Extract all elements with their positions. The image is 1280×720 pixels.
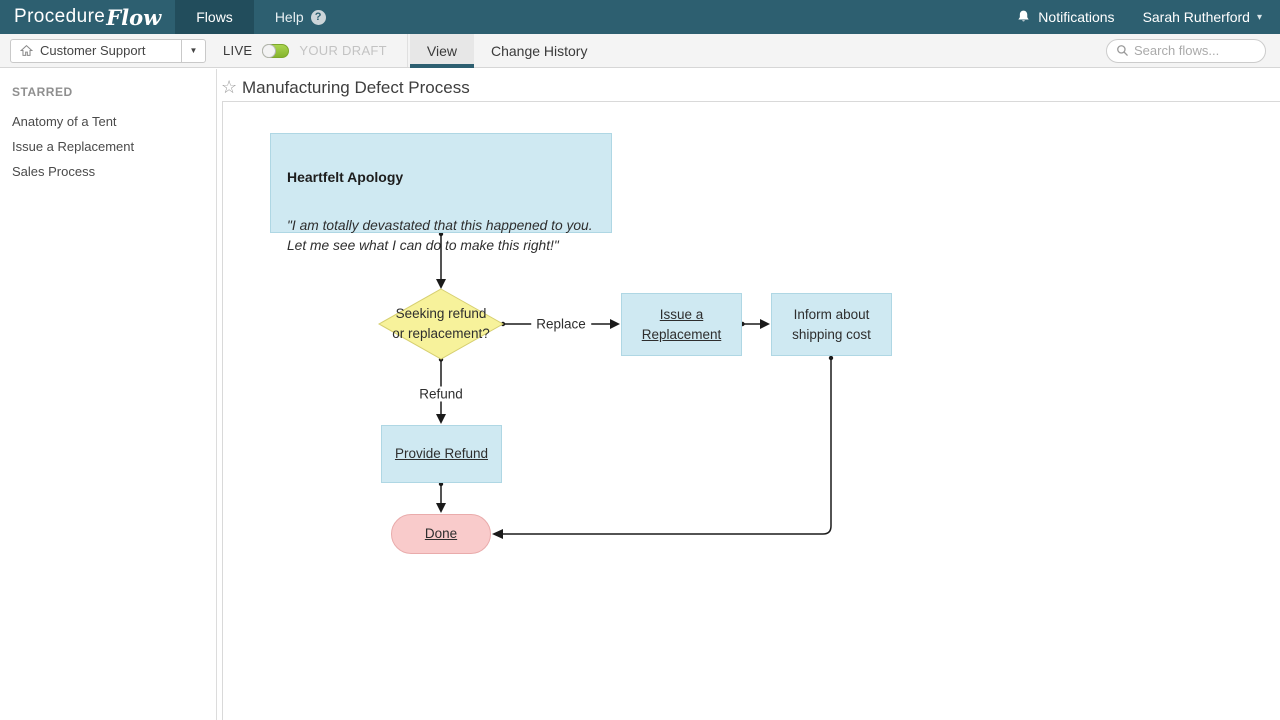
sidebar-item-issue-a-replacement[interactable]: Issue a Replacement bbox=[12, 139, 135, 154]
node-heartfelt-apology: Heartfelt Apology "I am totally devastat… bbox=[270, 133, 612, 253]
search-box bbox=[1106, 38, 1266, 63]
caret-down-icon: ▼ bbox=[189, 46, 198, 55]
nav-item-help[interactable]: Help ? bbox=[254, 0, 347, 34]
live-draft-switch-group: LIVE YOUR DRAFT bbox=[223, 43, 387, 58]
toolbar-divider bbox=[406, 34, 408, 67]
node-done[interactable]: Done bbox=[391, 514, 491, 554]
your-draft-label: YOUR DRAFT bbox=[299, 43, 387, 58]
starred-section-title: STARRED bbox=[12, 85, 73, 99]
sidebar-item-anatomy-of-a-tent[interactable]: Anatomy of a Tent bbox=[12, 114, 117, 129]
starred-sidebar: STARRED Anatomy of a Tent Issue a Replac… bbox=[0, 69, 217, 720]
tab-change-history-label: Change History bbox=[490, 42, 588, 59]
edge-label-refund: Refund bbox=[414, 386, 468, 402]
view-tabs: View Change History bbox=[409, 34, 605, 68]
search-icon bbox=[1117, 45, 1128, 56]
node-done-link[interactable]: Done bbox=[424, 526, 458, 541]
navbar-right: Notifications Sarah Rutherford ▾ bbox=[1016, 0, 1280, 34]
flow-group-caret-button[interactable]: ▼ bbox=[181, 39, 205, 62]
logo-text-primary: Procedure bbox=[14, 6, 106, 27]
star-flow-icon[interactable]: ☆ bbox=[221, 77, 238, 97]
bell-icon bbox=[1018, 10, 1029, 22]
nav-item-flows[interactable]: Flows bbox=[175, 0, 254, 34]
chevron-down-icon: ▾ bbox=[1256, 11, 1262, 23]
notifications-label: Notifications bbox=[1038, 9, 1115, 25]
user-menu[interactable]: Sarah Rutherford ▾ bbox=[1143, 9, 1262, 25]
tab-view[interactable]: View bbox=[409, 34, 475, 68]
live-draft-toggle[interactable] bbox=[262, 43, 290, 58]
sidebar-item-sales-process[interactable]: Sales Process bbox=[12, 164, 96, 179]
home-icon bbox=[20, 44, 33, 56]
user-name: Sarah Rutherford bbox=[1142, 9, 1250, 25]
node-provide-refund-link[interactable]: Provide Refund bbox=[394, 446, 489, 461]
secondary-toolbar: Customer Support ▼ LIVE YOUR DRAFT View … bbox=[0, 34, 1280, 68]
node-inform-shipping-cost: Inform about shipping cost bbox=[771, 293, 892, 356]
search-input[interactable] bbox=[1134, 43, 1256, 58]
node-issue-a-replacement[interactable]: Issue a Replacement bbox=[621, 293, 742, 356]
tab-change-history[interactable]: Change History bbox=[474, 34, 605, 67]
node-issue-a-replacement-link[interactable]: Issue a Replacement bbox=[641, 306, 722, 342]
nav-item-flows-label: Flows bbox=[196, 9, 233, 25]
toggle-knob bbox=[262, 43, 277, 58]
app-logo[interactable]: Procedure Flow bbox=[0, 0, 175, 34]
page-title: Manufacturing Defect Process bbox=[242, 78, 470, 97]
starred-list: Anatomy of a Tent Issue a Replacement Sa… bbox=[0, 109, 216, 184]
live-label: LIVE bbox=[223, 43, 253, 58]
node-heartfelt-apology-body: "I am totally devastated that this happe… bbox=[287, 218, 593, 253]
edge-label-replace: Replace bbox=[531, 316, 591, 332]
top-navbar: Procedure Flow Flows Help ? Notification… bbox=[0, 0, 1280, 34]
node-decision-label: Seeking refund or replacement? bbox=[392, 306, 490, 341]
tab-view-label: View bbox=[426, 42, 457, 59]
flow-group-dropdown-main[interactable]: Customer Support bbox=[11, 40, 181, 62]
node-provide-refund[interactable]: Provide Refund bbox=[381, 425, 502, 483]
flow-group-label: Customer Support bbox=[40, 43, 146, 58]
flow-group-dropdown[interactable]: Customer Support ▼ bbox=[10, 38, 206, 63]
help-question-icon: ? bbox=[310, 9, 326, 25]
node-heartfelt-apology-title: Heartfelt Apology bbox=[287, 169, 404, 185]
logo-text-script: Flow bbox=[106, 4, 162, 30]
notifications-button[interactable]: Notifications bbox=[1016, 9, 1115, 25]
nav-item-help-label: Help bbox=[274, 9, 304, 25]
